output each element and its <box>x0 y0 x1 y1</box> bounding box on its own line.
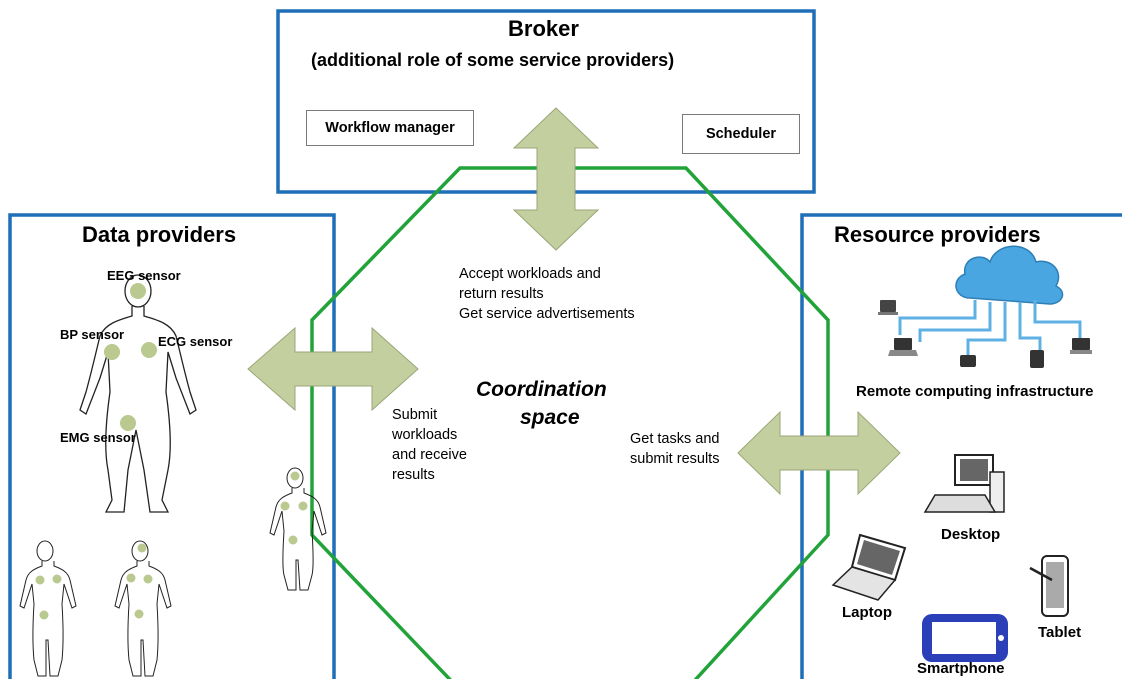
smartphone-label: Smartphone <box>917 660 1005 677</box>
remote-devices-icon <box>878 300 1092 368</box>
workflow-manager-label: Workflow manager <box>325 120 455 136</box>
coordination-space-octagon <box>310 166 830 679</box>
cloud-connection-lines <box>898 300 1082 355</box>
human-figure-small-3 <box>269 467 327 591</box>
sensor-dot <box>288 535 298 545</box>
resource-interaction-line: Get tasks and <box>630 431 720 447</box>
human-figure-small-2 <box>114 540 172 677</box>
resource-providers-double-arrow <box>737 410 901 496</box>
tablet-icon <box>1029 555 1069 617</box>
data-interaction-line: and receive <box>392 447 467 463</box>
ecg-sensor-label: ECG sensor <box>158 334 233 349</box>
smartphone-icon <box>922 614 1008 662</box>
scheduler-box: Scheduler <box>682 114 800 154</box>
workflow-manager-box: Workflow manager <box>306 110 474 146</box>
human-figure-large <box>79 274 197 513</box>
data-interaction-line: results <box>392 467 435 483</box>
broker-interaction-line: Get service advertisements <box>459 306 635 322</box>
broker-subtitle: (additional role of some service provide… <box>311 50 675 70</box>
broker-title: Broker <box>508 16 579 41</box>
cloud-icon <box>955 245 1064 305</box>
remote-computing-label: Remote computing infrastructure <box>856 383 1094 400</box>
sensor-dot <box>280 501 290 511</box>
coordination-title-line2: space <box>520 406 580 429</box>
data-interaction-text: Submit workloads and receive results <box>392 405 467 485</box>
laptop-icon <box>831 533 907 601</box>
data-interaction-line: workloads <box>392 427 458 443</box>
broker-interaction-text: Accept workloads and return results Get … <box>459 264 635 324</box>
sensor-dot <box>126 573 136 583</box>
human-figure-small-1 <box>19 540 77 677</box>
emg-sensor-dot <box>120 415 136 431</box>
broker-interaction-line: Accept workloads and <box>459 266 601 282</box>
sensor-dot <box>290 471 300 481</box>
bp-sensor-dot <box>104 344 120 360</box>
resource-interaction-line: submit results <box>630 451 720 467</box>
tablet-label: Tablet <box>1038 624 1082 641</box>
desktop-label: Desktop <box>941 526 1001 543</box>
sensor-dot <box>134 609 144 619</box>
sensor-dot <box>137 543 147 553</box>
resource-providers-title: Resource providers <box>834 222 1041 247</box>
coordination-title-line1: Coordination <box>476 378 607 401</box>
data-providers-title: Data providers <box>82 222 237 247</box>
sensor-dot <box>39 610 49 620</box>
sensor-dot <box>143 574 153 584</box>
desktop-icon <box>923 454 1005 513</box>
emg-sensor-label: EMG sensor <box>60 430 136 445</box>
resource-interaction-text: Get tasks and submit results <box>630 429 719 469</box>
broker-double-arrow <box>512 107 600 251</box>
broker-interaction-line: return results <box>459 286 544 302</box>
sensor-dot <box>52 574 62 584</box>
sensor-dot <box>35 575 45 585</box>
data-providers-double-arrow <box>247 326 419 412</box>
data-interaction-line: Submit <box>392 407 438 423</box>
scheduler-label: Scheduler <box>705 126 777 142</box>
bp-sensor-label: BP sensor <box>60 327 125 342</box>
eeg-sensor-dot <box>130 283 146 299</box>
data-providers-box <box>8 213 336 679</box>
sensor-dot <box>298 501 308 511</box>
laptop-label: Laptop <box>842 604 892 621</box>
eeg-sensor-label: EEG sensor <box>107 268 181 283</box>
ecg-sensor-dot <box>141 342 157 358</box>
